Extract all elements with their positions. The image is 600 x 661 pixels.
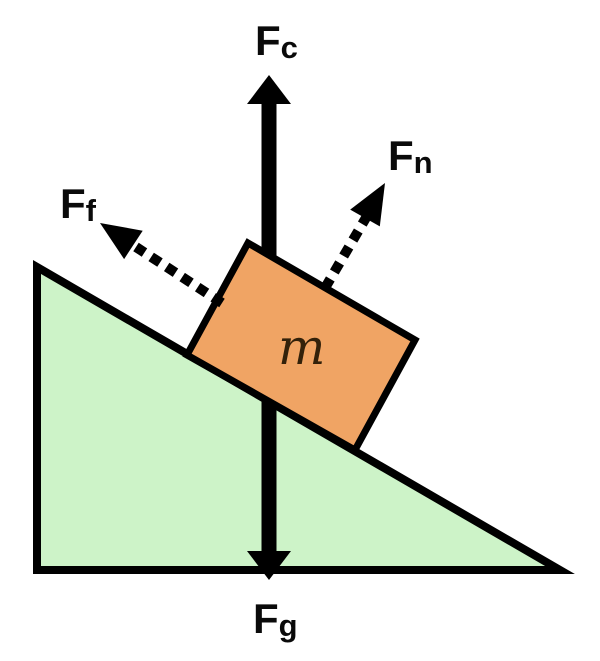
ff-arrow-dashes	[133, 242, 225, 308]
mass-label: m	[278, 318, 325, 376]
fn-arrow-dashes	[320, 213, 372, 291]
fc-label-sub: c	[281, 30, 298, 65]
fc-arrowhead	[247, 75, 291, 104]
fn-arrowhead	[350, 183, 385, 227]
fg-label-main: F	[253, 595, 279, 642]
fn-label-main: F	[388, 132, 414, 179]
fc-label-main: F	[255, 17, 281, 64]
fg-label-sub: g	[279, 608, 298, 643]
ff-arrowhead	[100, 223, 143, 260]
fn-label: Fn	[388, 132, 433, 180]
fg-label: Fg	[253, 595, 298, 643]
fg-arrowhead	[247, 551, 291, 580]
ff-label: Ff	[60, 180, 97, 228]
mass-block	[187, 243, 415, 450]
ff-label-sub: f	[86, 193, 97, 228]
ff-label-main: F	[60, 180, 86, 227]
mass-block-outline	[182, 238, 420, 455]
fc-label: Fc	[255, 17, 298, 65]
fn-label-sub: n	[414, 145, 433, 180]
